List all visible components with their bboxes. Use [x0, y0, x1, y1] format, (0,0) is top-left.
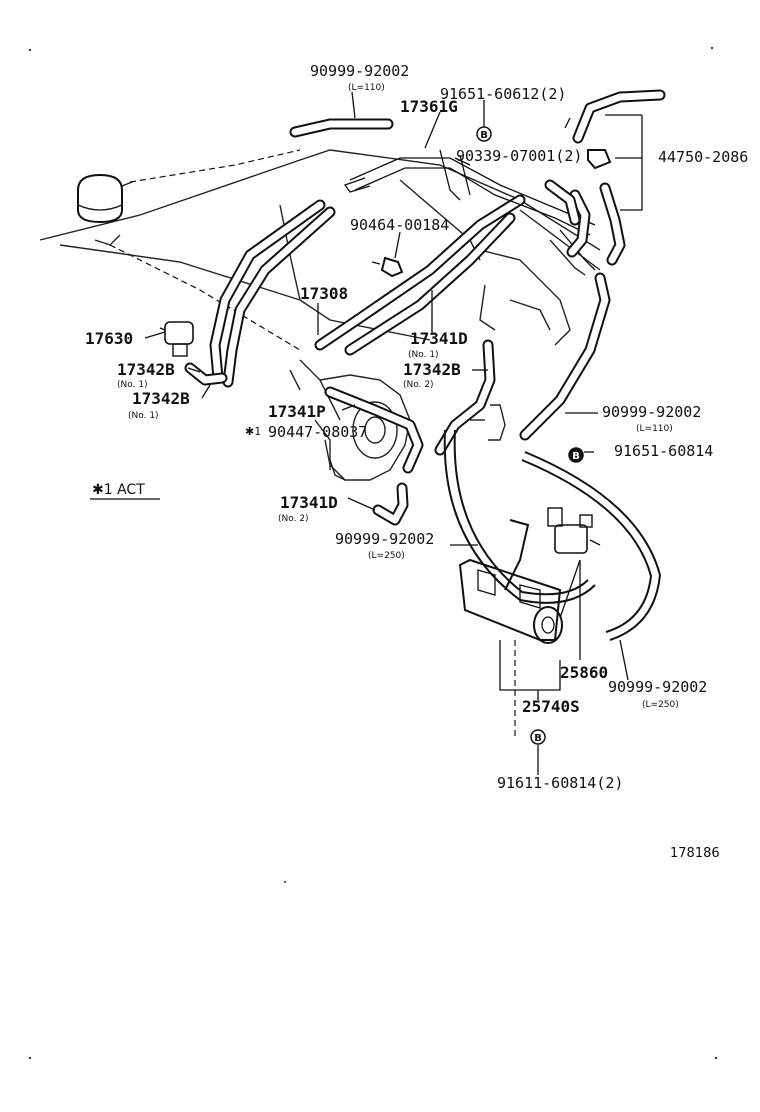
label-90339-07001: 90339-07001(2) — [456, 147, 582, 165]
label-17341d-no2: 17341D — [280, 493, 338, 512]
vsv-25860-icon — [547, 507, 601, 554]
label-91611-60814: 91611-60814(2) — [497, 774, 623, 792]
canister-icon — [77, 173, 133, 224]
bolt-marker-91611-60814: B — [530, 729, 546, 745]
svg-text:B: B — [534, 733, 542, 744]
label-90999-92002-right-length: (L=250) — [642, 700, 679, 710]
vsv-17630-icon — [159, 321, 194, 357]
label-91651-60814: 91651-60814 — [614, 442, 713, 460]
scan-specks — [28, 46, 718, 1060]
label-act-note: ✱1 ACT — [92, 482, 145, 498]
svg-text:B: B — [480, 130, 488, 141]
label-90999-92002-right: 90999-92002 — [608, 678, 707, 696]
label-17361g: 17361G — [400, 97, 458, 116]
clip-90339-icon — [587, 149, 612, 170]
label-17342b-no1-a: 17342B — [117, 360, 175, 379]
bracket-25740s-icon — [458, 519, 563, 644]
label-17342b-no1-b: 17342B — [132, 389, 190, 408]
label-17341d-no1: 17341D — [410, 329, 468, 348]
label-90464-00184: 90464-00184 — [350, 216, 449, 234]
label-17341d-no1-sub: (No. 1) — [408, 350, 439, 360]
label-17342b-no1-b-sub: (No. 1) — [128, 411, 159, 421]
label-17342b-no2: 17342B — [403, 360, 461, 379]
label-17342b-no2-sub: (No. 2) — [403, 380, 434, 390]
reference-dashed-lines — [109, 149, 516, 740]
label-17630: 17630 — [85, 329, 133, 348]
label-90999-92002-mid: 90999-92002 — [602, 403, 701, 421]
clamp-90464-icon — [371, 256, 404, 278]
label-90447-mark: ✱1 — [245, 425, 261, 438]
vacuum-hoses — [184, 89, 666, 641]
label-90999-92002-low-length: (L=250) — [368, 551, 405, 561]
illustration-number: 178186 — [670, 846, 720, 861]
label-17341d-no2-sub: (No. 2) — [278, 514, 309, 524]
leader-lines — [90, 91, 643, 775]
bolt-marker-91651-60814: B — [568, 447, 584, 463]
engine-outline — [39, 149, 601, 481]
label-44750-2086: 44750-2086 — [658, 148, 748, 166]
label-90999-92002-low: 90999-92002 — [335, 530, 434, 548]
label-90999-92002-top-length: (L=110) — [348, 83, 385, 93]
svg-text:B: B — [572, 451, 580, 462]
label-90999-92002-top: 90999-92002 — [310, 62, 409, 80]
label-25860: 25860 — [560, 663, 608, 682]
label-25740s: 25740S — [522, 697, 580, 716]
part-labels: 90999-92002 (L=110) 91651-60612(2) 17361… — [85, 62, 748, 861]
label-91651-60612: 91651-60612(2) — [440, 85, 566, 103]
label-90447-08037: 90447-08037 — [268, 423, 367, 441]
label-17342b-no1-a-sub: (No. 1) — [117, 380, 148, 390]
label-90999-92002-mid-length: (L=110) — [636, 424, 673, 434]
bolt-marker-91651-60612: B — [476, 126, 492, 142]
label-17308: 17308 — [300, 284, 348, 303]
label-17341p: 17341P — [268, 402, 326, 421]
